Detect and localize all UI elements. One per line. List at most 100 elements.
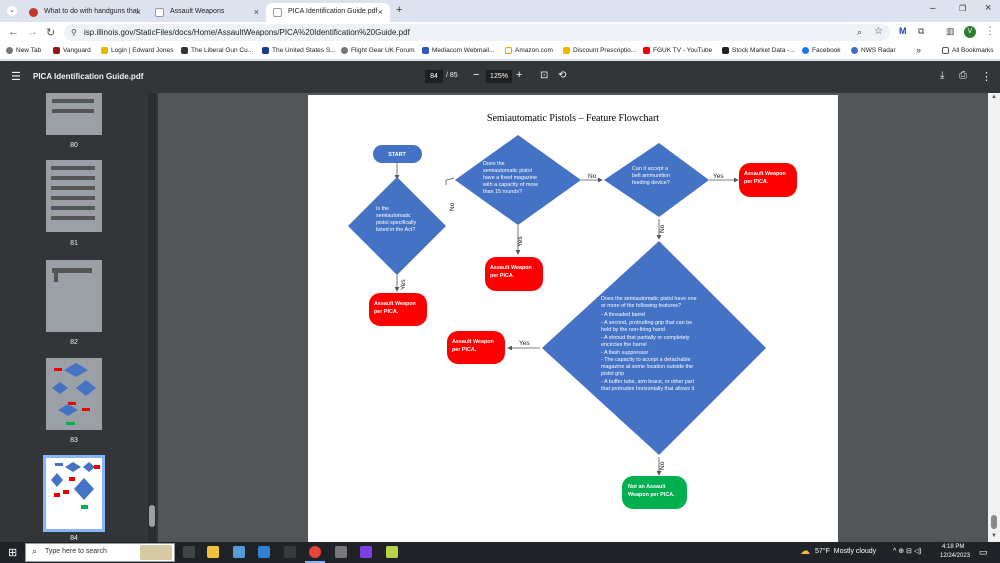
zoom-level-input[interactable]: 125% [486, 70, 512, 83]
windows-start-icon[interactable]: ⊞ [8, 547, 18, 559]
thumbnail-scrollbar-thumb[interactable] [149, 505, 155, 527]
side-panel-icon[interactable]: ▥ [946, 26, 955, 36]
bookmark-item[interactable]: The Liberal Gun Cu... [181, 47, 253, 54]
url-text[interactable]: isp.illinois.gov/StaticFiles/docs/Home/A… [84, 28, 410, 37]
extension-icon[interactable]: M [899, 26, 907, 36]
bookmark-item[interactable]: Discount Prescriptio... [563, 47, 636, 54]
page-thumbnail-82[interactable] [46, 260, 102, 332]
restore-button[interactable]: ❐ [959, 4, 967, 13]
scroll-down-arrow[interactable]: ▼ [991, 533, 997, 539]
bookmark-item[interactable]: New Tab [6, 47, 41, 54]
label-yes-q1: Yes [400, 279, 407, 290]
weather-text[interactable]: 57°F Mostly cloudy [815, 548, 877, 555]
app-icon[interactable] [386, 546, 398, 558]
bookmark-star-icon[interactable]: ☆ [874, 26, 883, 37]
bookmark-item[interactable]: Facebook [802, 47, 841, 54]
mail-icon[interactable] [258, 546, 270, 558]
fit-page-icon[interactable]: ⊡ [540, 70, 549, 81]
clock-time[interactable]: 4:18 PM [942, 544, 965, 550]
tab-pica-guide[interactable]: PICA Identification Guide.pdf × [266, 3, 390, 22]
thumbnail-number: 80 [70, 142, 78, 149]
taskbar-search-placeholder[interactable]: Type here to search [45, 548, 107, 555]
bookmark-item[interactable]: FGUK TV - YouTube [643, 47, 712, 54]
document-scrollbar[interactable]: ▲ ▼ [988, 93, 1000, 542]
close-icon[interactable]: × [253, 7, 259, 17]
decision-features-text: Does the semiautomatic pistol have one o… [601, 296, 697, 392]
file-explorer-icon[interactable] [207, 546, 219, 558]
tab-assault-weapons[interactable]: Assault Weapons × [148, 3, 266, 22]
vanguard-icon [53, 47, 60, 54]
thumbnail-scrollbar[interactable] [148, 93, 156, 542]
mediacom-icon [422, 47, 429, 54]
bookmark-item[interactable]: Flight Gear UK Forum [341, 47, 415, 54]
address-bar[interactable] [64, 24, 890, 41]
clock-date[interactable]: 12/24/2023 [940, 553, 971, 559]
feature-flowchart: Semiautomatic Pistols – Feature Flowchar… [348, 113, 797, 509]
svg-text:or more of the following featu: or more of the following features? [601, 303, 681, 309]
page-thumbnail-80[interactable] [46, 93, 102, 135]
amazon-icon [505, 47, 512, 54]
page-thumbnail-83[interactable] [46, 358, 102, 430]
page-thumbnail-81[interactable] [46, 160, 102, 232]
svg-text:Does the: Does the [483, 161, 505, 167]
task-view-icon[interactable] [183, 546, 195, 558]
close-icon[interactable]: × [135, 7, 141, 17]
globe-icon [341, 47, 348, 54]
taskbar-search-box[interactable] [25, 543, 175, 562]
notification-icon[interactable]: ▭ [979, 547, 988, 557]
search-icon: ⌕ [32, 546, 38, 556]
bookmark-item[interactable]: Mediacom Webmail... [422, 47, 494, 54]
tab-search-icon[interactable]: ⌄ [7, 6, 17, 16]
rotate-icon[interactable]: ⟲ [558, 70, 567, 81]
app-icon[interactable] [360, 546, 372, 558]
extensions-puzzle-icon[interactable]: ⧉ [918, 26, 925, 36]
back-icon[interactable]: ← [8, 26, 19, 38]
window-close-button[interactable]: × [985, 2, 992, 14]
reload-icon[interactable]: ↻ [46, 27, 56, 39]
new-tab-button[interactable]: + [396, 4, 403, 16]
bookmark-item[interactable]: The United States S... [262, 47, 336, 54]
svg-text:Weapon per PICA.: Weapon per PICA. [628, 492, 675, 498]
system-tray-icons[interactable]: ^ ⊕ ⊟ ◁) [893, 548, 922, 555]
minimize-button[interactable]: – [930, 3, 936, 14]
forward-icon[interactable]: → [27, 26, 38, 38]
close-icon[interactable]: × [377, 7, 383, 17]
rifle-image [51, 166, 95, 220]
svg-text:- A flash suppressor: - A flash suppressor [601, 350, 649, 356]
print-icon[interactable]: ⎙ [959, 70, 967, 81]
outcome-assault-weapon-listed [369, 293, 427, 326]
page-thumbnail-84[interactable] [43, 455, 105, 532]
app-icon[interactable] [284, 546, 296, 558]
bookmark-item[interactable]: Stock Market Data -... [722, 47, 795, 54]
page-number-input[interactable]: 84 [425, 70, 443, 83]
scrollbar-thumb[interactable] [991, 515, 997, 529]
svg-text:belt ammunition: belt ammunition [632, 173, 670, 179]
svg-text:feeding device?: feeding device? [632, 180, 670, 186]
app-icon[interactable] [233, 546, 245, 558]
zoom-in-button[interactable]: + [516, 69, 523, 81]
zoom-icon[interactable]: ⌕ [857, 27, 863, 37]
tab-handguns[interactable]: What to do with handguns that × [22, 3, 148, 22]
all-bookmarks-button[interactable]: All Bookmarks [942, 47, 994, 54]
download-icon[interactable]: ⤓ [940, 70, 945, 81]
menu-kebab-icon[interactable]: ⋮ [985, 26, 995, 37]
bookmark-item[interactable]: Amazon.com [505, 47, 553, 54]
svg-text:with a capacity of more: with a capacity of more [482, 182, 538, 188]
label-no-q4: No [659, 461, 666, 470]
bookmarks-overflow-button[interactable]: » [916, 45, 922, 55]
site-info-icon[interactable]: ⚲ [71, 28, 77, 37]
us-senate-icon [262, 47, 269, 54]
bookmark-item[interactable]: Vanguard [53, 47, 91, 54]
bookmark-item[interactable]: Login | Edward Jones [101, 47, 173, 54]
decision-fixed-magazine-text: Does the semiautomatic pistol have a fix… [482, 161, 538, 195]
chrome-icon[interactable] [309, 546, 321, 558]
bookmark-item[interactable]: NWS Radar [851, 47, 896, 54]
menu-hamburger-icon[interactable]: ☰ [11, 71, 21, 83]
more-options-icon[interactable]: ⋮ [981, 71, 992, 83]
page-icon [273, 8, 282, 17]
zoom-out-button[interactable]: − [473, 69, 480, 81]
scroll-up-arrow[interactable]: ▲ [991, 94, 997, 100]
decision-belt-ammo [604, 143, 709, 217]
profile-avatar[interactable]: V [964, 26, 976, 38]
3d-viewer-icon[interactable] [335, 546, 347, 558]
